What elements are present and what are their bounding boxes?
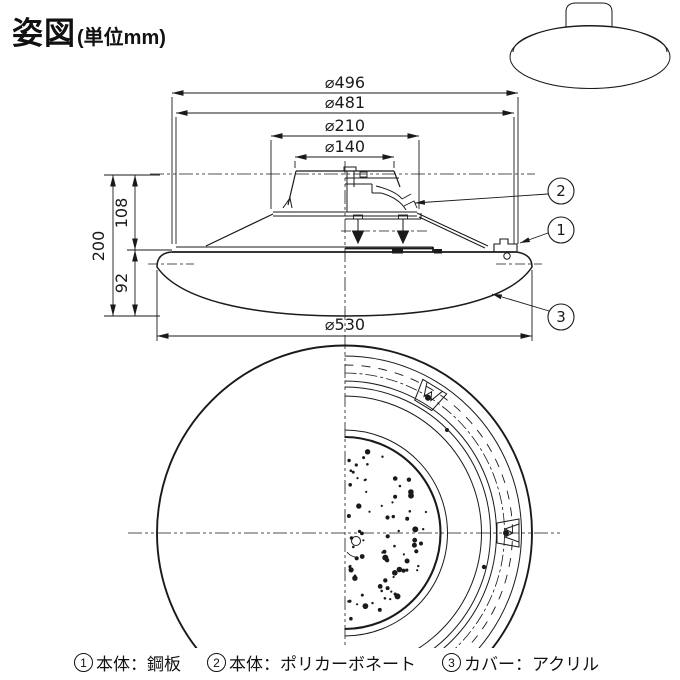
- center-tick: [346, 551, 356, 558]
- callout-3-leader: [491, 293, 550, 312]
- ring-103: [344, 429, 448, 637]
- title-unit: (単位mm): [77, 27, 166, 49]
- edge-clip: [493, 238, 518, 252]
- callout-2-circle: [547, 177, 575, 205]
- material-item-3: 3 カバー：アクリル: [442, 650, 599, 675]
- cover-outer-circle: [156, 344, 533, 648]
- callout-3-number: 3: [556, 308, 566, 326]
- dim-label-92: 92: [112, 273, 131, 293]
- thumb-shade: [509, 25, 671, 89]
- cover-profile: [156, 251, 533, 317]
- dim-label-496: ⌀496: [325, 73, 365, 92]
- ext-heights: [104, 174, 172, 317]
- centerlines: [148, 161, 542, 647]
- ext-496: [171, 97, 519, 244]
- adapter-bolt: [359, 171, 368, 178]
- material-item-2: 2 本体：ポリカーボネート: [207, 650, 416, 675]
- ring-146: [344, 386, 491, 648]
- pan-bottom-plate: [345, 247, 434, 252]
- material-item-1: 1 本体：鋼板: [74, 650, 181, 675]
- callout-1-leader: [519, 232, 549, 244]
- dim-label-108: 108: [112, 198, 131, 229]
- material-1-label: 本体：鋼板: [96, 655, 181, 674]
- center-hole: [351, 536, 361, 546]
- ext-481: [175, 117, 515, 244]
- side-view: [156, 166, 533, 317]
- bottom-view: [128, 344, 561, 648]
- material-2-number: 2: [207, 653, 226, 672]
- callout-2-number: 2: [556, 182, 566, 200]
- thumb-cap: [565, 2, 613, 27]
- stray-dot-1: [445, 428, 449, 432]
- adapter-steps: [345, 177, 399, 194]
- plate-bolt-2: [434, 249, 442, 254]
- socket-stem: [346, 171, 355, 212]
- lamp-clip-2: [496, 518, 520, 548]
- material-3-label: カバー：アクリル: [464, 655, 600, 674]
- ext-140: [294, 161, 395, 168]
- cap-top-boss: [343, 166, 357, 171]
- edge-clip-knob: [503, 252, 511, 260]
- material-1-number: 1: [74, 653, 93, 672]
- body-shoulder-right: [416, 212, 489, 249]
- section-internals: [341, 171, 518, 260]
- callout-1-circle: [547, 216, 575, 244]
- thumb-rim-line: [512, 25, 668, 53]
- callouts: 2 1 3: [414, 177, 575, 331]
- perforation-dots: [346, 449, 427, 621]
- screw-tip-1: [351, 230, 365, 245]
- material-2-label: 本体：ポリカーボネート: [229, 655, 416, 674]
- body-plate: [273, 211, 417, 217]
- stray-dot-2: [481, 564, 487, 570]
- dim-label-481: ⌀481: [325, 93, 365, 112]
- title-text: 姿図: [12, 16, 76, 51]
- ring-137: [344, 395, 482, 648]
- product-thumbnail: [509, 2, 671, 89]
- perforation-boundary: [344, 435, 442, 631]
- dimensions: [104, 90, 533, 341]
- drawing-title: 姿図(単位mm): [12, 8, 166, 53]
- screw-tip-2: [396, 230, 410, 245]
- callout-1-number: 1: [556, 221, 566, 239]
- holder-neck: [375, 185, 407, 211]
- dim-label-140: ⌀140: [325, 137, 365, 156]
- ring-152: [344, 380, 497, 648]
- ext-210: [270, 140, 420, 209]
- dimension-labels: ⌀496 ⌀481 ⌀210 ⌀140 ⌀530 200 108 92: [89, 73, 365, 334]
- materials-legend: 1 本体：鋼板 2 本体：ポリカーボネート 3 カバー：アクリル: [74, 650, 599, 675]
- plate-bolt-1: [392, 249, 403, 254]
- cap-left-foot: [282, 196, 293, 209]
- lamp-clip-1: [414, 378, 448, 412]
- body-shoulder-left: [205, 213, 274, 247]
- dim-label-200: 200: [89, 231, 108, 262]
- dim-label-210: ⌀210: [325, 116, 365, 135]
- dim-label-530: ⌀530: [325, 315, 365, 334]
- ring-177: [344, 355, 522, 648]
- callout-3-circle: [547, 303, 575, 331]
- material-3-number: 3: [442, 653, 461, 672]
- callout-2-leader: [414, 193, 549, 205]
- spring-clip: [401, 193, 418, 209]
